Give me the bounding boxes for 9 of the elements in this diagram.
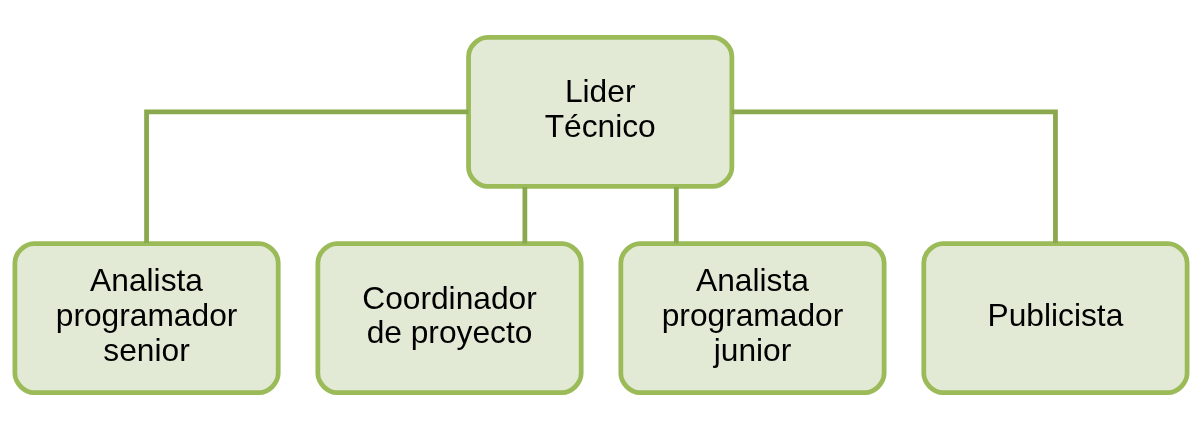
connector: [144, 109, 469, 244]
connector: [731, 109, 1058, 244]
connector: [673, 186, 679, 244]
connector: [522, 186, 528, 244]
node-box: Analista programador junior: [618, 241, 887, 396]
node-box: Lider Técnico: [466, 34, 735, 189]
node-box: Coordinador de proyecto: [315, 241, 584, 396]
node-box: Analista programador senior: [12, 241, 281, 396]
node-box: Publicista: [921, 241, 1190, 396]
